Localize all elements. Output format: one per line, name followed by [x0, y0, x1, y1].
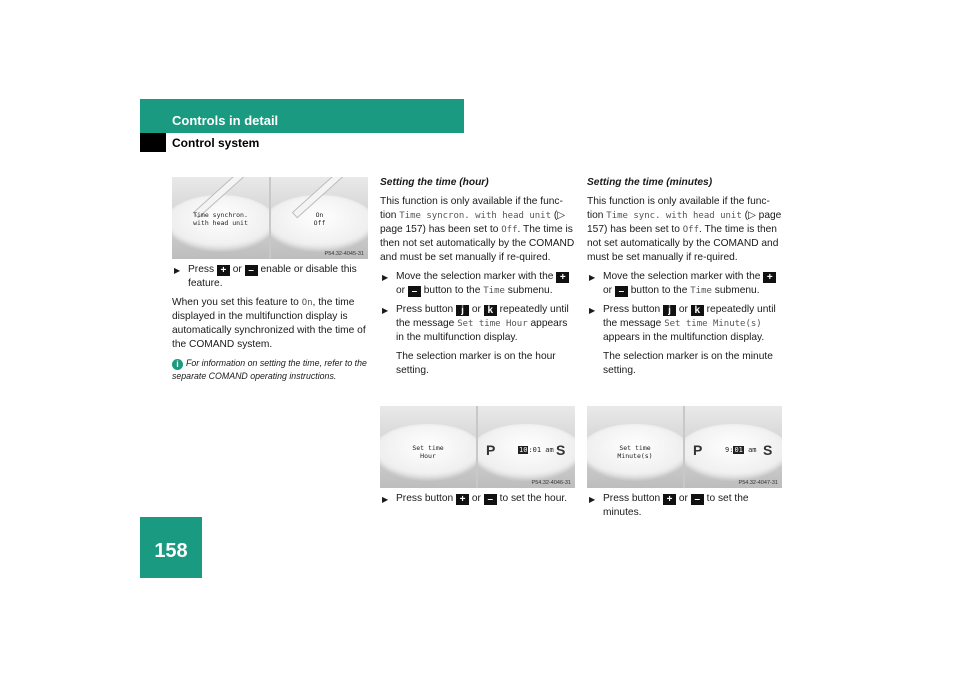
column-1: Press + or – enable or disable this feat… — [172, 263, 368, 387]
minus-key-icon: – — [244, 265, 258, 276]
gear-s: S — [556, 442, 566, 458]
info-icon: i — [172, 359, 183, 370]
gear-p: P — [693, 442, 703, 458]
minus-key-icon: – — [690, 494, 704, 505]
down-key-icon: k — [483, 305, 497, 316]
column-3: Setting the time (minutes) This function… — [587, 176, 782, 383]
heading-hour: Setting the time (hour) — [380, 177, 489, 188]
column-3-bottom: Press button + or – to set the minutes. — [587, 492, 782, 525]
page-number: 158 — [154, 540, 188, 562]
plus-key-icon: + — [216, 265, 230, 276]
minus-key-icon: – — [483, 494, 497, 505]
up-key-icon: j — [663, 305, 677, 316]
plus-key-icon: + — [663, 494, 677, 505]
column-2-bottom: Press button + or – to set the hour. — [380, 492, 575, 511]
plus-key-icon: + — [763, 272, 777, 283]
section-title: Controls in detail — [172, 113, 279, 128]
heading-minutes: Setting the time (minutes) — [587, 177, 713, 188]
photo-code: P54.32-4045-31 — [324, 251, 364, 257]
section-subtitle: Control system — [172, 136, 260, 150]
display-left: Time synchron.with head unit — [172, 177, 269, 259]
plus-key-icon: + — [556, 272, 570, 283]
page-number-box — [140, 517, 202, 578]
header-bar — [140, 99, 464, 133]
minus-key-icon: – — [614, 286, 628, 297]
gear-s: S — [763, 442, 773, 458]
clock-readout: 9:01 am — [725, 446, 757, 454]
gear-p: P — [486, 442, 496, 458]
minus-key-icon: – — [407, 286, 421, 297]
plus-key-icon: + — [456, 494, 470, 505]
subheader-marker — [140, 133, 166, 152]
clock-readout: 10:01 am — [518, 446, 554, 454]
column-2: Setting the time (hour) This function is… — [380, 176, 575, 383]
up-key-icon: j — [456, 305, 470, 316]
down-key-icon: k — [690, 305, 704, 316]
